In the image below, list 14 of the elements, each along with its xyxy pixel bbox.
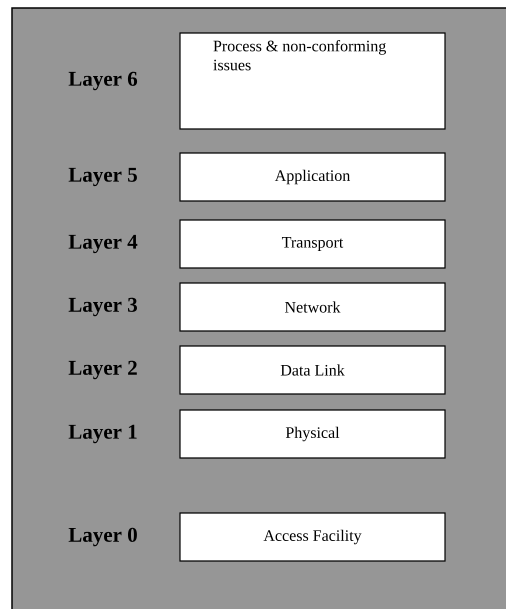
layer-label: Layer 0 (68, 528, 137, 546)
layer-box: Data Link (179, 345, 446, 395)
layer-box: Network (179, 282, 446, 332)
layer-box: Application (179, 152, 446, 202)
layer-label: Layer 1 (68, 424, 137, 444)
layer-box: Process & non-conforming issues (179, 32, 446, 130)
layer-label: Layer 4 (68, 234, 138, 254)
layer-label: Layer 3 (68, 298, 137, 316)
layer-label: Layer 5 (68, 168, 137, 186)
layer-box: Access Facility (179, 512, 446, 562)
layer-label: Layer 2 (68, 360, 137, 380)
layer-box: Physical (179, 409, 446, 459)
layer-box: Transport (179, 219, 446, 269)
layer-label: Layer 6 (68, 72, 138, 90)
